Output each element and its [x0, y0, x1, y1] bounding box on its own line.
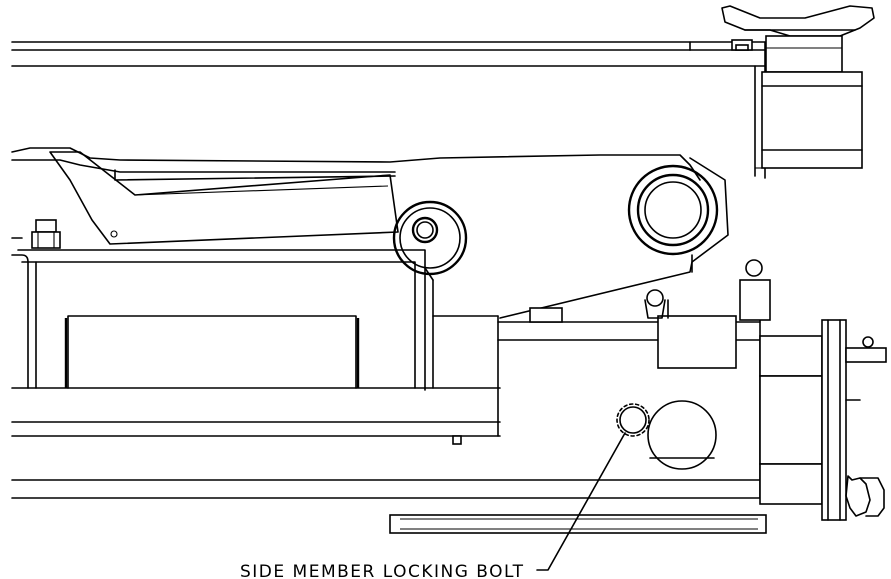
tightening-handle	[721, 5, 875, 169]
callout: SIDE MEMBER LOCKING BOLT	[240, 432, 626, 579]
right-end-assembly	[739, 259, 887, 521]
adjuster-nut	[31, 219, 61, 249]
bottom-plate	[389, 514, 767, 534]
right-pivot-roller	[627, 164, 719, 256]
left-pivot-roller	[392, 200, 468, 276]
callout-label: SIDE MEMBER LOCKING BOLT	[240, 562, 525, 579]
lever-arm	[11, 147, 729, 319]
lower-rail	[11, 387, 763, 499]
upper-arm	[11, 41, 766, 179]
base-frame	[11, 237, 434, 391]
clamp-block	[432, 289, 761, 499]
locking-bolt	[616, 400, 717, 470]
